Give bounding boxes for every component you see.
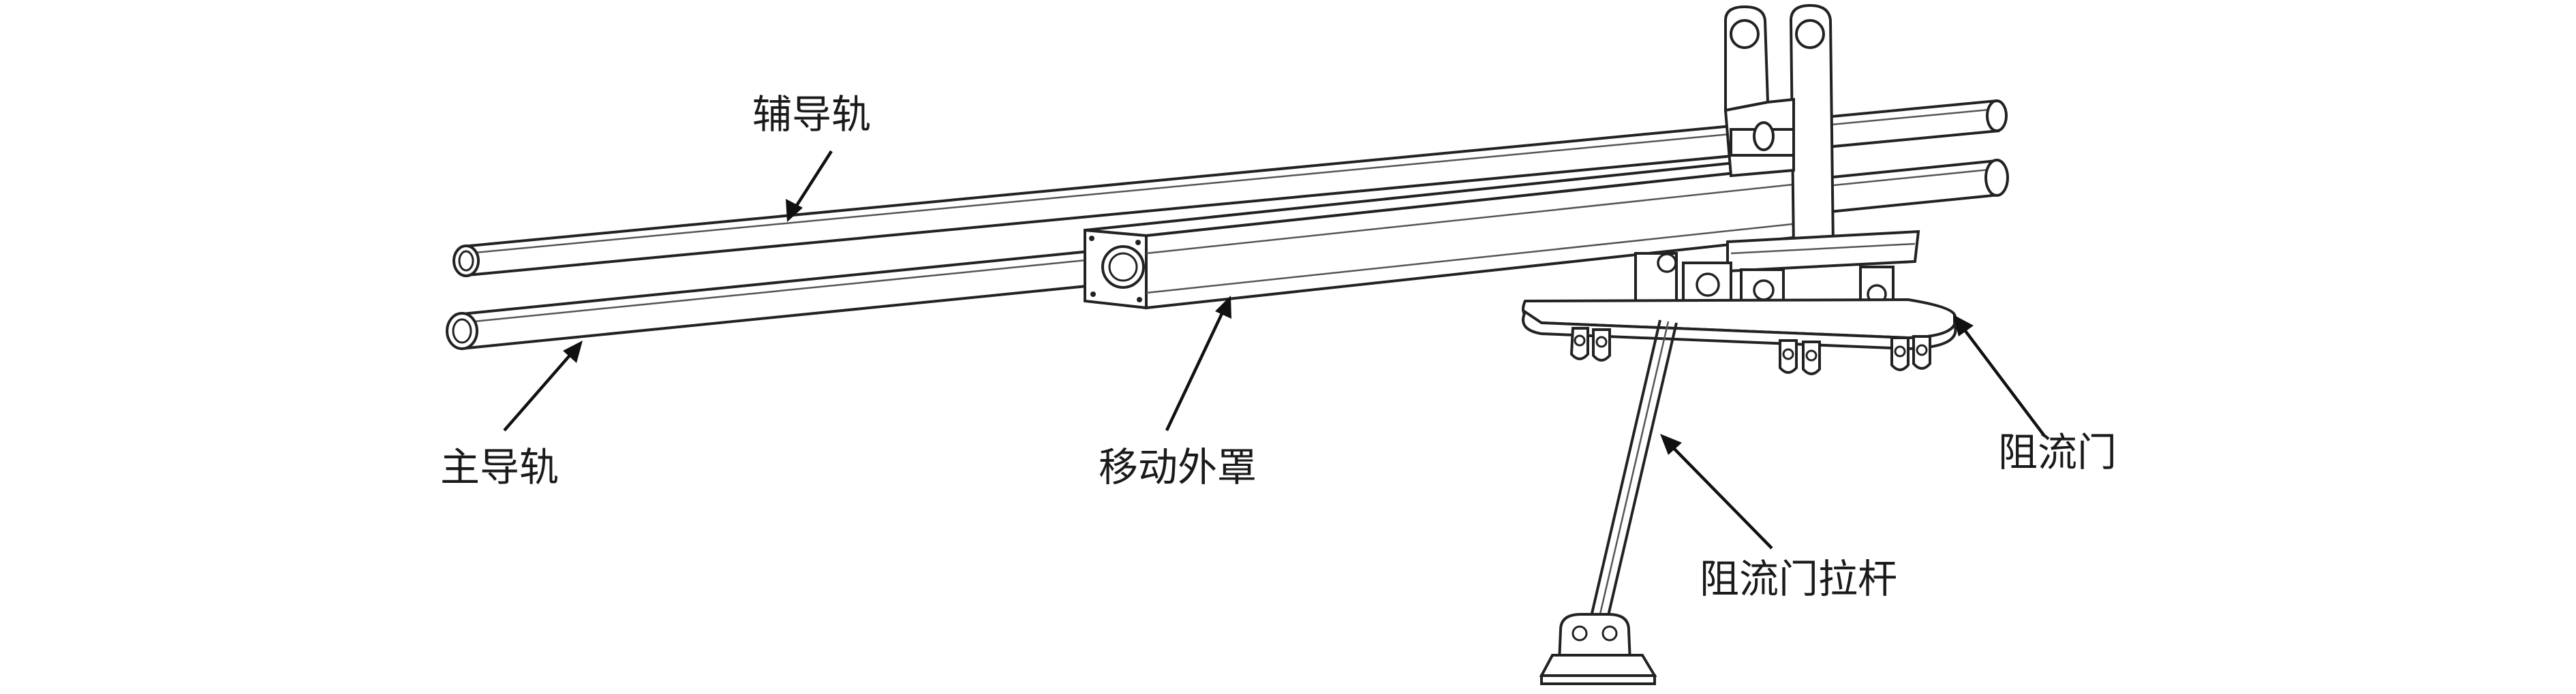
label-moving-cover: 移动外罩 [1099, 444, 1257, 490]
choke-door-rod [1539, 319, 1678, 685]
label-auxiliary-rail: 辅导轨 [752, 91, 871, 138]
choke-door [1522, 230, 1957, 375]
lifting-bracket [1723, 3, 1835, 251]
hinge-brackets [1569, 327, 1931, 375]
moving-cover [1084, 160, 1800, 310]
label-choke-door-rod: 阻流门拉杆 [1700, 556, 1897, 602]
leader-arrows [503, 150, 2046, 550]
label-choke-door: 阻流门 [1998, 429, 2117, 475]
label-main-rail: 主导轨 [440, 444, 559, 490]
